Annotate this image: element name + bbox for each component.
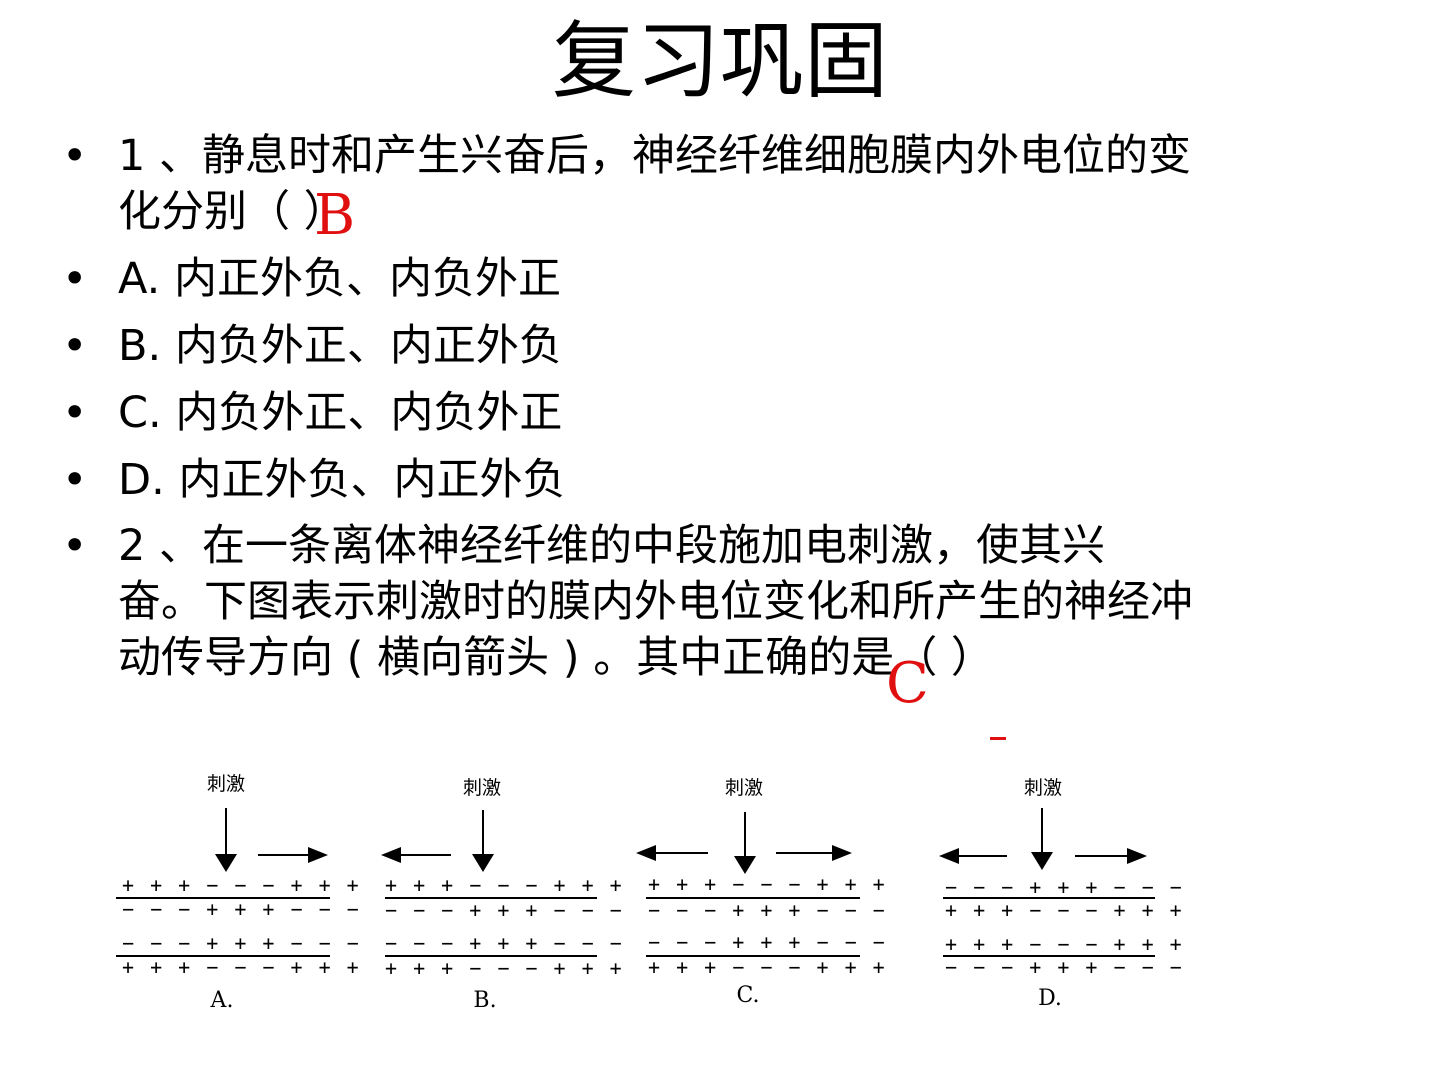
diagram-b: 刺激 + + + − − − + + + − − − + + + − − − −… (377, 772, 622, 1022)
membrane-row-1: + + + − − − + + + (385, 873, 624, 897)
page-title: 复习巩固 (551, 12, 888, 110)
diagram-c-arrows (636, 812, 860, 957)
question-2-line-1: 2 、在一条离体神经纤维的中段施加电刺激，使其兴 (118, 521, 1106, 571)
option-d: • D. 内正外负、内正外负 (62, 452, 1333, 508)
diagram-a: 刺激 + + + − − − + + + − − − + + + − − − −… (114, 768, 359, 1018)
membrane-row-3: − − − + + + − − − (122, 931, 361, 955)
question-2-line-2: 奋。下图表示刺激时的膜内外电位变化和所产生的神经冲 (118, 577, 1193, 627)
diagram-d: 刺激 − − − + + + − − − + + + − − − + + + +… (935, 772, 1182, 1022)
diagram-b-arrows (381, 810, 597, 957)
red-mark (990, 737, 1006, 740)
membrane-row-3: − − − + + + − − − (385, 931, 624, 955)
answer-q2: C (886, 651, 929, 716)
stimulus-label: 刺激 (206, 773, 246, 795)
diagram-a-arrows (116, 808, 330, 957)
option-b: • B. 内负外正、内正外负 (62, 318, 1333, 374)
question-1-line-1: 1 、静息时和产生兴奋后，神经纤维细胞膜内外电位的变 (118, 131, 1192, 181)
membrane-row-2: − − − + + + − − − (122, 897, 361, 921)
option-a-text: A. 内正外负、内负外正 (118, 254, 561, 304)
membrane-row-1: + + + − − − + + + (122, 873, 361, 897)
diagram-d-arrows (939, 808, 1155, 957)
bullet-dot: • (62, 254, 88, 304)
option-b-text: B. 内负外正、内正外负 (118, 321, 562, 371)
membrane-row-2: − − − + + + − − − (385, 898, 624, 922)
diagram-c: 刺激 + + + − − − + + + − − − + + + − − − −… (632, 772, 885, 1022)
stimulus-label: 刺激 (724, 777, 764, 799)
diagram-caption: C. (736, 983, 760, 1008)
bullet-dot: • (62, 388, 88, 438)
membrane-row-4: − − − + + + − − − (945, 955, 1184, 979)
bullet-dot: • (62, 131, 88, 181)
bullet-dot: • (62, 455, 88, 505)
question-1: • 1 、静息时和产生兴奋后，神经纤维细胞膜内外电位的变 化分别（ ） (62, 128, 1333, 240)
option-a: • A. 内正外负、内负外正 (62, 251, 1333, 307)
question-2-line-3: 动传导方向 ( 横向箭头 ) 。其中正确的是（ ） (118, 633, 994, 683)
stimulus-label: 刺激 (462, 777, 502, 799)
option-c: • C. 内负外正、内负外正 (62, 385, 1333, 441)
option-d-text: D. 内正外负、内正外负 (118, 455, 566, 505)
bullet-dot: • (62, 521, 88, 571)
membrane-row-4: + + + − − − + + + (385, 956, 624, 980)
membrane-row-1: − − − + + + − − − (945, 875, 1184, 899)
membrane-row-4: + + + − − − + + + (122, 955, 361, 979)
membrane-row-2: + + + − − − + + + (945, 898, 1184, 922)
membrane-row-4: + + + − − − + + + (648, 955, 887, 979)
diagram-caption: B. (473, 988, 497, 1013)
membrane-row-2: − − − + + + − − − (648, 898, 887, 922)
membrane-row-3: + + + − − − + + + (945, 932, 1184, 956)
diagram-caption: D. (1038, 986, 1062, 1011)
membrane-row-1: + + + − − − + + + (648, 872, 887, 896)
stimulus-label: 刺激 (1023, 777, 1063, 799)
membrane-row-3: − − − + + + − − − (648, 930, 887, 954)
answer-q1: B (314, 183, 356, 248)
diagram-caption: A. (210, 988, 234, 1013)
question-2: • 2 、在一条离体神经纤维的中段施加电刺激，使其兴 奋。下图表示刺激时的膜内外… (62, 518, 1333, 686)
option-c-text: C. 内负外正、内负外正 (118, 388, 563, 438)
bullet-dot: • (62, 321, 88, 371)
question-1-line-2: 化分别（ ） (118, 187, 347, 237)
